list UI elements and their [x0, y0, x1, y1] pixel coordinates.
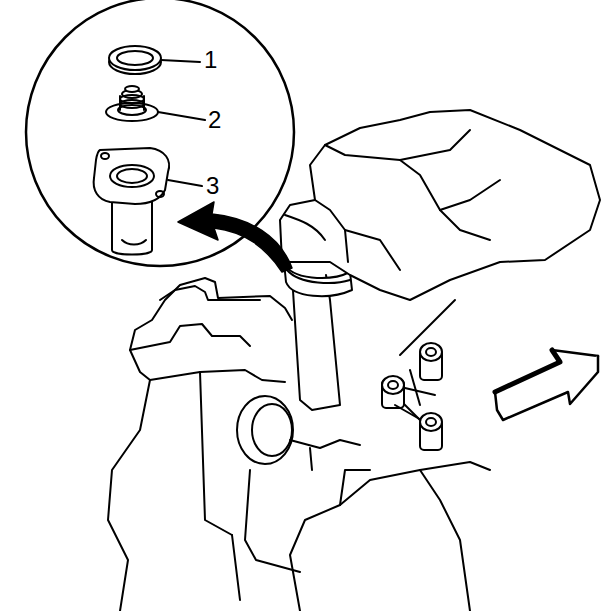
- thermostat-housing: [94, 148, 202, 255]
- direction-arrow: [495, 350, 598, 420]
- mounting-bosses: [382, 300, 455, 450]
- thermostat: [106, 86, 205, 121]
- callout-number: 1: [204, 48, 217, 72]
- seal: [109, 46, 200, 74]
- callout-number: 2: [208, 108, 221, 132]
- pointer-arrow: [178, 202, 292, 272]
- coolant-hose: [280, 110, 600, 410]
- callout-number: 3: [206, 174, 219, 198]
